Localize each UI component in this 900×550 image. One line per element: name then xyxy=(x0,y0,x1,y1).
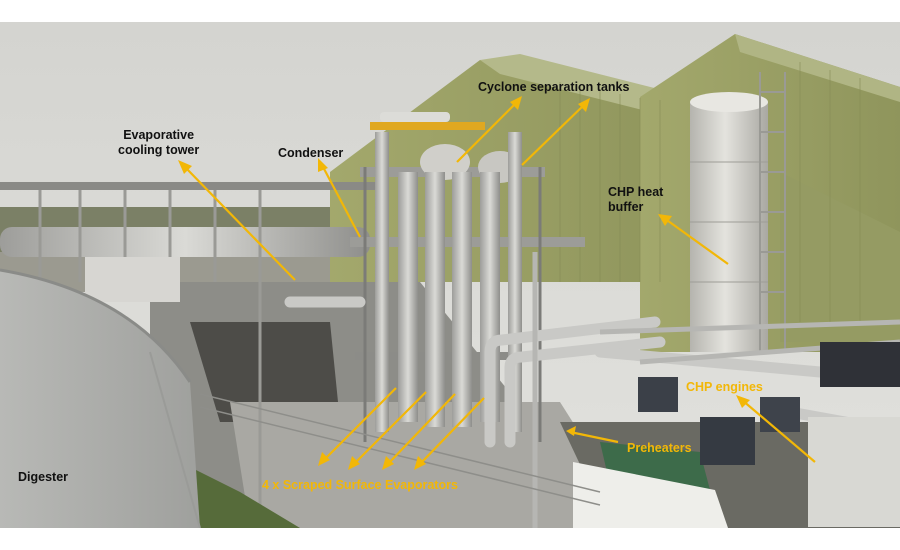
grass xyxy=(180,462,300,528)
label-cyclone-tanks: Cyclone separation tanks xyxy=(478,80,630,94)
label-chp-engines: CHP engines xyxy=(686,380,763,394)
arrow-cyclone-2 xyxy=(521,103,586,166)
arrow-evaporator-4 xyxy=(417,397,485,467)
process-pipes xyxy=(284,296,900,448)
label-digester: Digester xyxy=(18,470,69,484)
arrow-evaporator-2 xyxy=(351,391,427,467)
arrow-cyclone-1 xyxy=(456,101,518,163)
plant-photo xyxy=(0,22,900,528)
arrow-cooling-tower xyxy=(184,166,296,281)
annotation-arrows xyxy=(178,96,816,470)
arrow-chp-buffer xyxy=(663,217,729,265)
tank-ladder xyxy=(759,72,786,352)
digester-dome xyxy=(0,268,201,528)
arrow-condenser xyxy=(321,164,361,238)
label-cooling-tower: Evaporative cooling tower xyxy=(118,128,200,157)
container-front xyxy=(573,462,728,528)
arrow-chp-engines xyxy=(741,399,816,463)
chp-engines xyxy=(638,342,900,465)
container-right xyxy=(808,417,900,527)
fence xyxy=(199,393,601,506)
arrow-evaporator-1 xyxy=(321,387,397,463)
small-building xyxy=(85,257,180,302)
arrow-preheaters xyxy=(569,430,619,444)
label-evaporators: 4 x Scraped Surface Evaporators xyxy=(262,478,458,492)
chp-heat-buffer-tank xyxy=(690,92,768,352)
arrow-evaporator-3 xyxy=(385,393,456,467)
label-preheaters: Preheaters xyxy=(627,441,692,455)
label-condenser: Condenser xyxy=(278,146,344,160)
label-chp-heat-buffer: CHP heat buffer xyxy=(608,185,664,214)
